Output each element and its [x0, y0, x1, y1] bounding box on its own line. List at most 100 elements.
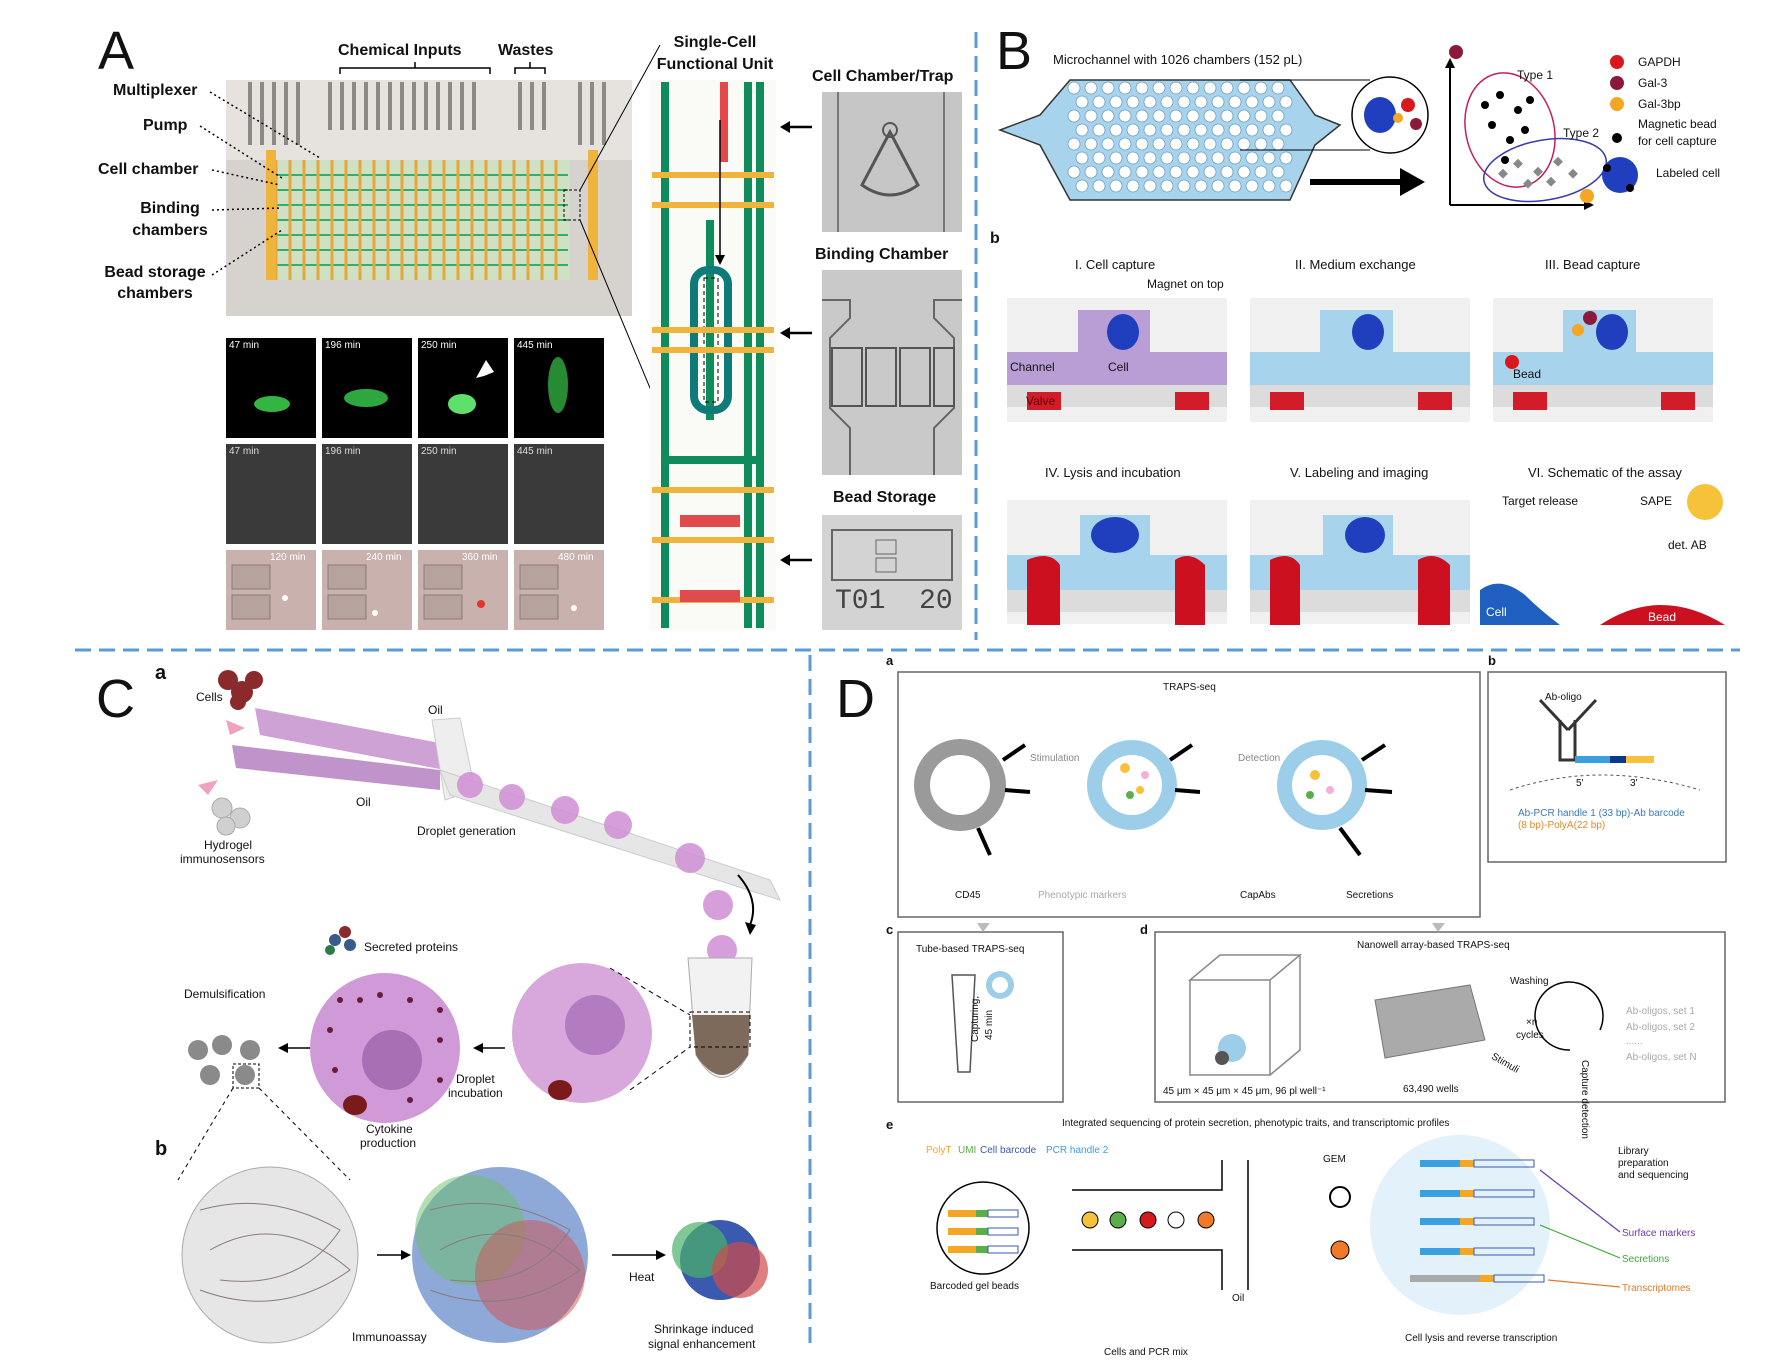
chamber-dot — [1177, 95, 1191, 109]
oligo-set-2: Ab-oligos, set 2 — [1626, 1022, 1695, 1033]
chamber-dot — [1245, 95, 1259, 109]
chamber-dot — [1211, 123, 1225, 137]
cytokine-label-1: Cytokine — [366, 1122, 413, 1136]
step-1: I. Cell capture — [1075, 257, 1156, 272]
chamber-dot — [1254, 81, 1268, 95]
bead-label: Bead — [1513, 367, 1542, 381]
label-multiplexer: Multiplexer — [113, 82, 198, 99]
barcode-polyt: PolyT — [926, 1145, 952, 1156]
sub-letter-b: b — [990, 230, 1000, 247]
step-3: III. Bead capture — [1545, 257, 1641, 272]
legend-labeled-cell: Labeled cell — [1656, 166, 1721, 180]
chamber-dot — [1228, 123, 1242, 137]
chamber-dot — [1118, 81, 1132, 95]
label-bead-storage-line2: chambers — [117, 285, 193, 302]
chamber-dot — [1101, 81, 1115, 95]
legend-capabs: CapAbs — [1240, 890, 1276, 901]
oil-label-2: Oil — [356, 795, 371, 809]
cells-label: Cells — [196, 690, 223, 704]
ab-oligo-label: Ab-oligo — [1545, 692, 1582, 703]
capturing-time: 45 min — [984, 1009, 995, 1040]
chamber-dot — [1194, 95, 1208, 109]
barcode-cell: Cell barcode — [980, 1145, 1037, 1156]
chamber-dot — [1271, 109, 1285, 123]
sub-letter-da: a — [886, 653, 894, 668]
chamber-dot — [1160, 179, 1174, 193]
chamber-dot — [1152, 137, 1166, 151]
chamber-dot — [1279, 179, 1293, 193]
chamber-dot — [1177, 123, 1191, 137]
cell-label-2: Cell — [1486, 605, 1507, 619]
xn-cycles-1: ×n — [1526, 1017, 1538, 1028]
chamber-dot — [1152, 165, 1166, 179]
cells-pcr-label: Cells and PCR mix — [1104, 1347, 1188, 1358]
library-label-3: and sequencing — [1618, 1170, 1689, 1181]
chamber-dot — [1254, 109, 1268, 123]
transcriptomes-label: Transcriptomes — [1622, 1283, 1691, 1294]
chamber-dot — [1160, 95, 1174, 109]
chamber-dot — [1271, 165, 1285, 179]
chamber-dot — [1109, 151, 1123, 165]
chamber-dot — [1143, 95, 1157, 109]
lysis-label: Cell lysis and reverse transcription — [1405, 1333, 1558, 1344]
chamber-dot — [1262, 179, 1276, 193]
chamber-dot — [1101, 109, 1115, 123]
chamber-dot — [1160, 151, 1174, 165]
tile-time: 445 min — [517, 446, 553, 457]
chamber-dot — [1101, 165, 1115, 179]
ab-desc-1: Ab-PCR handle 1 (33 bp)-Ab barcode — [1518, 808, 1685, 819]
barcode-umi: UMI — [958, 1145, 977, 1156]
chamber-dot — [1109, 123, 1123, 137]
wells-count: 63,490 wells — [1403, 1084, 1459, 1095]
ab-desc-2: (8 bp)-PolyA(22 bp) — [1518, 820, 1606, 831]
traps-seq-title: TRAPS-seq — [1163, 682, 1216, 693]
capturing-label: Capturing, — [970, 995, 981, 1042]
chamber-dot — [1237, 81, 1251, 95]
integrated-title: Integrated sequencing of protein secreti… — [1062, 1118, 1450, 1129]
panel-letter-d: D — [836, 669, 875, 729]
nanowell-title: Nanowell array-based TRAPS-seq — [1357, 940, 1510, 951]
tile-time: 445 min — [517, 340, 553, 351]
type2-label: Type 2 — [1563, 126, 1600, 140]
step-6: VI. Schematic of the assay — [1528, 465, 1682, 480]
legend-magnetic-bead-2: for cell capture — [1638, 134, 1717, 148]
shrinkage-label-2: signal enhancement — [648, 1337, 756, 1351]
type1-label: Type 1 — [1517, 68, 1554, 82]
heat-label: Heat — [629, 1270, 655, 1284]
legend-cd45: CD45 — [955, 890, 981, 901]
hydrogel-label-2: immunosensors — [180, 852, 265, 866]
label-single-cell-line2: Functional Unit — [656, 56, 774, 73]
chamber-dot — [1126, 123, 1140, 137]
chamber-dot — [1186, 165, 1200, 179]
chamber-dot — [1075, 95, 1089, 109]
label-binding-chamber: Binding Chamber — [815, 246, 949, 263]
chamber-dot — [1126, 95, 1140, 109]
barcode-pcr-handle: PCR handle 2 — [1046, 1145, 1109, 1156]
chamber-dot — [1186, 81, 1200, 95]
gem-label: GEM — [1323, 1154, 1346, 1165]
chamber-dot — [1194, 123, 1208, 137]
surface-markers-label: Surface markers — [1622, 1228, 1696, 1239]
washing-label: Washing — [1510, 976, 1549, 987]
label-binding-line2: chambers — [132, 222, 208, 239]
tile-time: 240 min — [366, 552, 402, 563]
sub-letter-dc: c — [886, 922, 894, 937]
magnet-label: Magnet on top — [1147, 277, 1224, 291]
chamber-dot — [1092, 95, 1106, 109]
panel-letter-c: C — [96, 669, 135, 729]
tile-time: 120 min — [270, 552, 306, 563]
chip-code: T01 20 — [835, 586, 953, 617]
chamber-dot — [1279, 151, 1293, 165]
chamber-dot — [1211, 95, 1225, 109]
label-binding-line1: Binding — [140, 200, 200, 217]
label-single-cell-line1: Single-Cell — [673, 34, 757, 51]
step-4: IV. Lysis and incubation — [1045, 465, 1181, 480]
chamber-dot — [1075, 123, 1089, 137]
chamber-dot — [1203, 109, 1217, 123]
oligo-set-dots: ...... — [1626, 1036, 1643, 1047]
chamber-dot — [1177, 151, 1191, 165]
tile-time: 360 min — [462, 552, 498, 563]
detection-label: Detection — [1238, 753, 1281, 764]
microchannel-label: Microchannel with 1026 chambers (152 pL) — [1053, 52, 1303, 67]
chamber-dot — [1126, 151, 1140, 165]
